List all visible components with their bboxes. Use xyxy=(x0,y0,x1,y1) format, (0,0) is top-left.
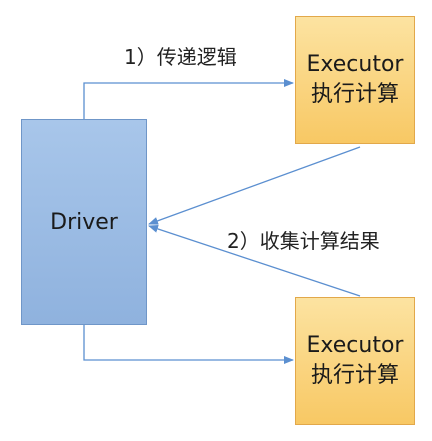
flow-label-send-logic: 1）传递逻辑 xyxy=(124,45,237,69)
executor-node-top: Executor 执行计算 xyxy=(295,16,415,144)
arrow-executor-top-to-driver xyxy=(148,146,361,225)
executor-name: Executor xyxy=(306,52,404,77)
driver-label: Driver xyxy=(50,209,118,235)
driver-node: Driver xyxy=(21,119,147,325)
flow-label-collect-results: 2）收集计算结果 xyxy=(227,229,380,253)
executor-node-bottom: Executor 执行计算 xyxy=(295,297,415,425)
arrow-driver-to-executor-top xyxy=(83,79,294,119)
executor-subtitle: 执行计算 xyxy=(310,82,399,107)
arrow-driver-to-executor-bottom xyxy=(83,325,294,364)
arrow-executor-bottom-to-driver xyxy=(148,225,361,297)
executor-subtitle: 执行计算 xyxy=(310,363,399,388)
executor-name: Executor xyxy=(306,333,404,358)
